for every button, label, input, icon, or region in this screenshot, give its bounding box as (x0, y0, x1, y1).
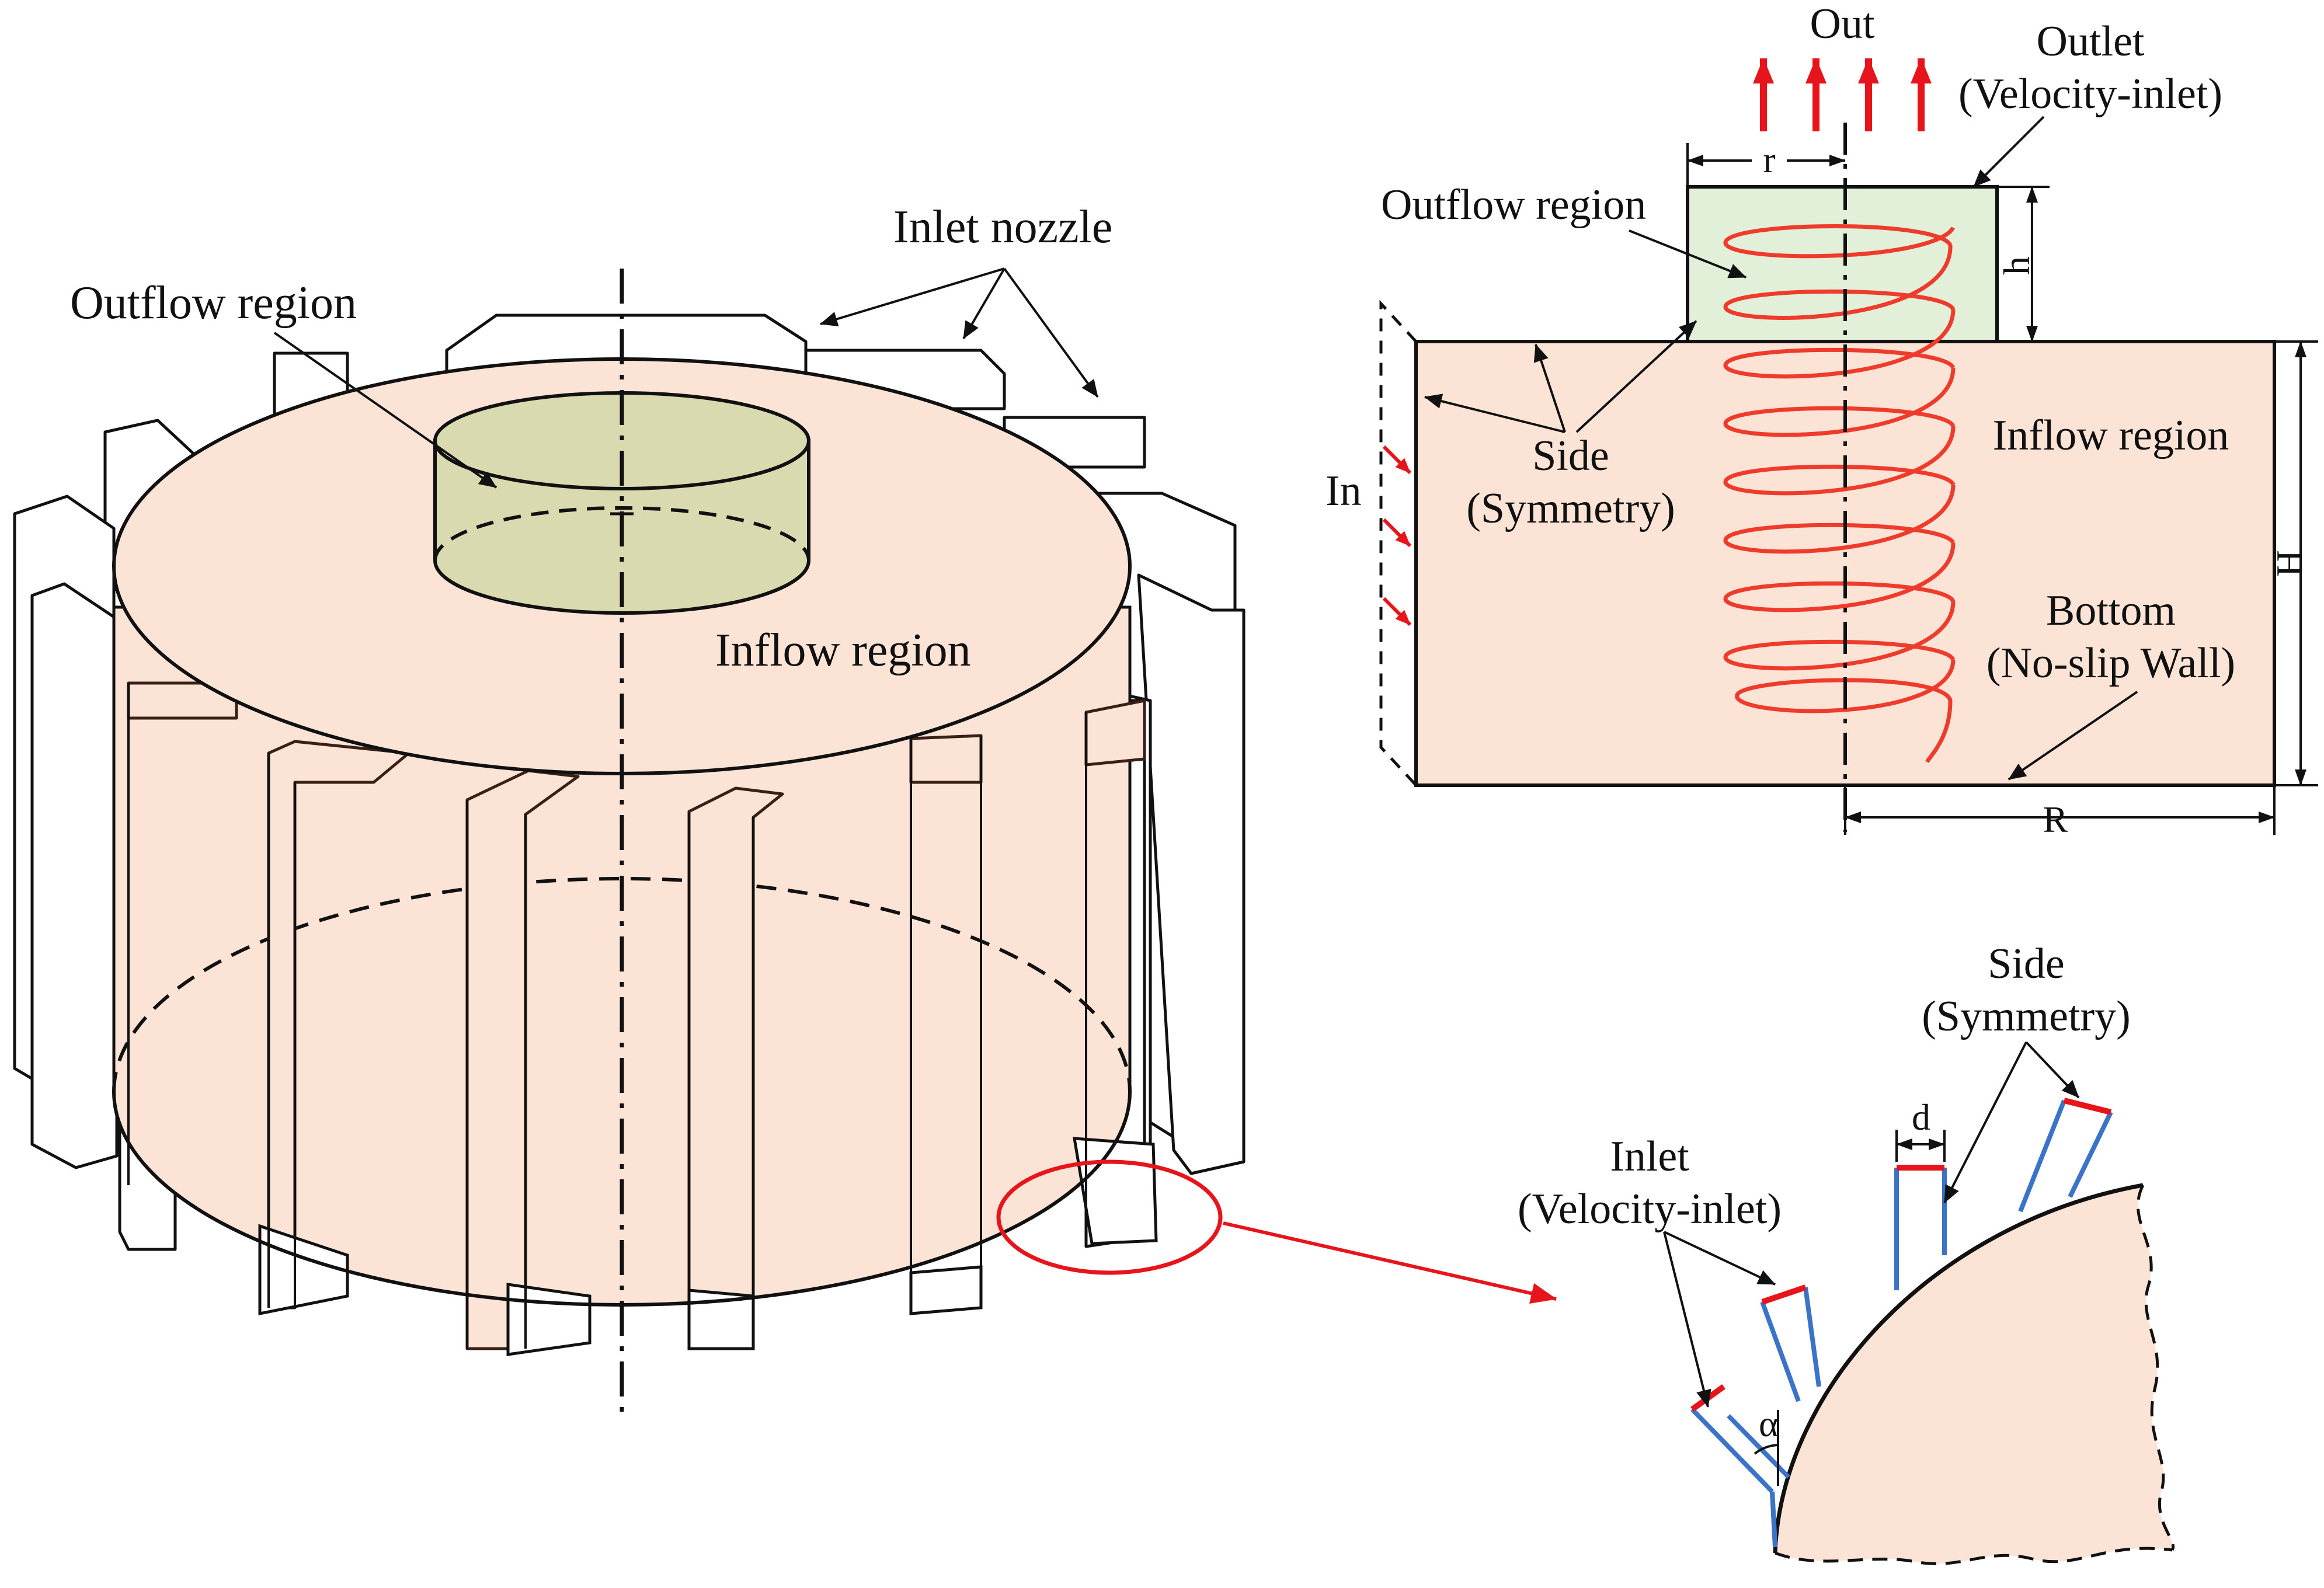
dim-H: H (2269, 550, 2310, 577)
label-inlet-detail-type: (Velocity-inlet) (1518, 1185, 1782, 1233)
dim-h: h (1996, 256, 2037, 275)
out-arrows (1753, 58, 1932, 131)
nozzle-front-5 (909, 734, 983, 784)
section-view: r h H R Out Outlet (Velocity-inlet) Outf… (1325, 0, 2318, 840)
label-out: Out (1810, 0, 1875, 48)
domain-wall-arc (1773, 1183, 2144, 1554)
label-side-detail-type: (Symmetry) (1922, 993, 2131, 1040)
detail-callout-circle (996, 1159, 1223, 1275)
dim-alpha: α (1759, 1403, 1779, 1444)
label-inlet-nozzle: Inlet nozzle (893, 201, 1112, 253)
label-outflow-region-3d: Outflow region (70, 277, 357, 329)
dim-r: r (1763, 139, 1775, 180)
in-arrows (1382, 445, 1412, 626)
label-side: Side (1532, 432, 1609, 480)
dimension-lines (1686, 143, 2318, 835)
detail-nozzles (1690, 1098, 2113, 1548)
label-side-detail: Side (1988, 940, 2065, 988)
label-bottom-type: (No-slip Wall) (1986, 639, 2235, 687)
cylinder-3d-view: Outflow region Inlet nozzle Inflow regio… (13, 201, 1557, 1419)
domain-wedge (1775, 1185, 2173, 1564)
label-inflow-region-3d: Inflow region (715, 625, 971, 676)
leader-lines-2d (1424, 116, 2138, 781)
nozzle-right-2 (1137, 573, 1246, 1175)
label-outflow-region-2d: Outflow region (1381, 181, 1646, 229)
dim-d: d (1912, 1096, 1930, 1138)
nozzle-detail-view: α d Side (Symmetry) Inlet (Velocity-inle… (1518, 940, 2175, 1565)
label-outlet-type: (Velocity-inlet) (1958, 70, 2222, 118)
nozzle-front-edges (127, 683, 1087, 1349)
detail-nozzle-4 (2018, 1098, 2113, 1213)
leader-lines-detail (1663, 1041, 2080, 1408)
vortex-spiral (1723, 224, 1956, 763)
detail-nozzle-3 (1894, 1165, 1947, 1290)
nozzle-left-3 (30, 582, 119, 1169)
label-side-type: (Symmetry) (1466, 485, 1675, 532)
dim-R: R (2043, 799, 2068, 840)
label-outlet: Outlet (2037, 18, 2145, 65)
detail-callout-arrow (1223, 1221, 1557, 1304)
leader-lines-3d (273, 267, 1099, 489)
inlet-side-boundary (1379, 300, 1417, 786)
dim-d-lines (1895, 1130, 1946, 1162)
detail-nozzle-2 (1760, 1284, 1821, 1402)
label-inlet-detail: Inlet (1610, 1133, 1689, 1180)
label-inflow-region-2d: Inflow region (1993, 412, 2229, 459)
cylinder-bottom-hidden-edge (112, 877, 1132, 1092)
label-in: In (1325, 467, 1362, 515)
nozzle-front-6 (1084, 699, 1146, 767)
label-bottom: Bottom (2046, 587, 2176, 635)
